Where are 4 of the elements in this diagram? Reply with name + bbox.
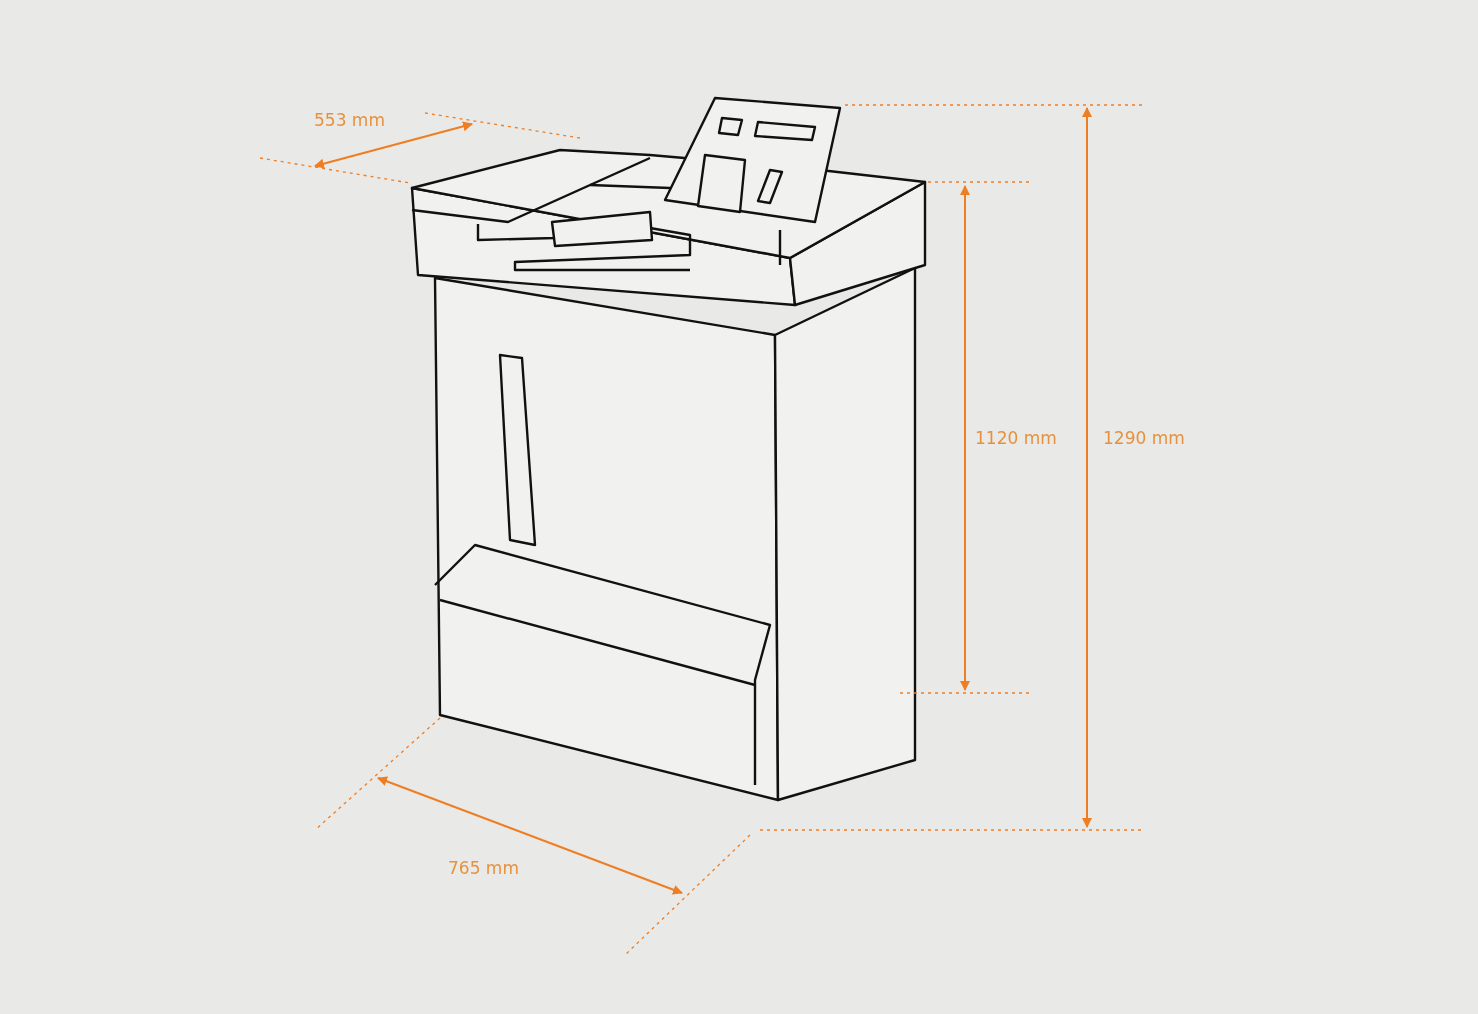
dimension-label: 553 mm [314, 110, 385, 130]
dimension-label: 1120 mm [975, 428, 1057, 448]
dimension-label: 1290 mm [1103, 428, 1185, 448]
dimension-label: 765 mm [448, 858, 519, 878]
